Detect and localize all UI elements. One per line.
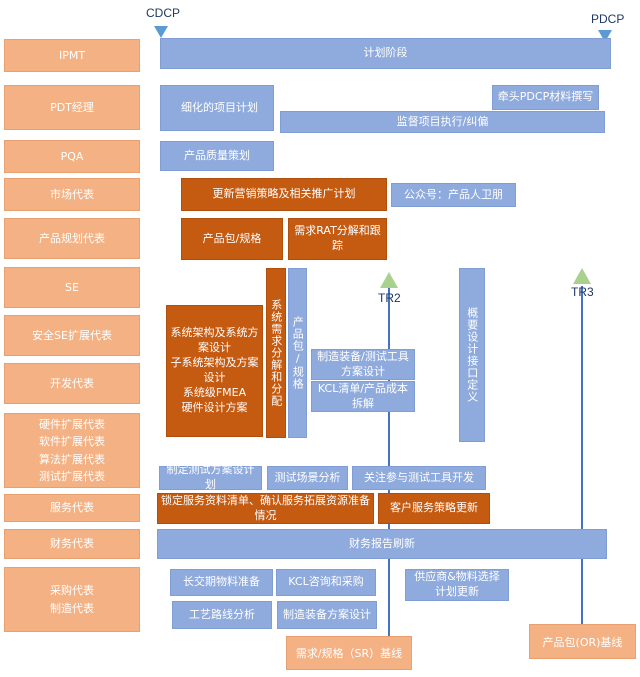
cdcp-label: CDCP	[146, 6, 181, 20]
role-pdt-manager: PDT经理	[4, 85, 140, 130]
pdcp-label: PDCP	[591, 12, 625, 26]
task-rat: 需求RAT分解和跟踪	[288, 218, 387, 260]
role-finance: 财务代表	[4, 529, 140, 559]
tr2-marker-icon	[380, 272, 398, 288]
tr3-label: TR3	[571, 285, 594, 299]
task-process-route: 工艺路线分析	[172, 601, 272, 629]
task-marketing: 更新营销策略及相关推广计划	[181, 178, 387, 211]
task-plan-stage: 计划阶段	[160, 38, 611, 69]
tr3-marker-icon	[573, 268, 591, 284]
pdcp-marker-icon	[598, 30, 612, 42]
task-kcl-purchase: KCL咨询和采购	[276, 569, 376, 596]
task-lead-pdcp: 牵头PDCP材料撰写	[492, 85, 599, 110]
role-market: 市场代表	[4, 178, 140, 211]
sr-baseline: 需求/规格（SR）基线	[286, 636, 412, 670]
role-service: 服务代表	[4, 494, 140, 522]
role-ipmt: IPMT	[4, 39, 140, 72]
task-mfg-plan: 制造装备方案设计	[277, 601, 377, 629]
task-quality-plan: 产品质量策划	[160, 141, 274, 171]
cdcp-marker-icon	[154, 26, 168, 38]
task-test-scenario: 测试场景分析	[267, 466, 348, 490]
task-test-tools: 关注参与测试工具开发	[352, 466, 486, 490]
role-se: SE	[4, 267, 140, 308]
task-service-list: 锁定服务资料清单、确认服务拓展资源准备情况	[157, 493, 374, 524]
task-package-vertical: 产品包/规格	[288, 268, 307, 438]
or-baseline: 产品包(OR)基线	[529, 624, 636, 659]
task-detail-plan: 细化的项目计划	[160, 85, 274, 131]
task-mfg-tooling: 制造装备/测试工具方案设计	[311, 349, 415, 380]
task-wechat: 公众号：产品人卫朋	[391, 183, 516, 207]
task-sys-decomposition: 系统需求分解和分配	[266, 268, 286, 438]
tr3-line	[581, 286, 583, 626]
role-pqa: PQA	[4, 140, 140, 173]
task-supervise: 监督项目执行/纠偏	[280, 111, 605, 133]
task-test-plan: 制定测试方案设计划	[159, 463, 262, 491]
role-safety-se: 安全SE扩展代表	[4, 315, 140, 356]
task-kcl-cost: KCL清单/产品成本拆解	[311, 381, 415, 412]
tr2-label: TR2	[378, 291, 401, 305]
role-ext: 硬件扩展代表 软件扩展代表 算法扩展代表 测试扩展代表	[4, 413, 140, 488]
task-long-lead: 长交期物料准备	[170, 569, 273, 596]
task-supplier: 供应商&物料选择计划更新	[405, 569, 509, 601]
role-planning: 产品规划代表	[4, 218, 140, 259]
task-package-spec: 产品包/规格	[181, 218, 283, 260]
task-architecture: 系统架构及系统方案设计 子系统架构及方案设计 系统级FMEA 硬件设计方案	[166, 305, 263, 437]
role-dev: 开发代表	[4, 363, 140, 404]
task-interface: 概要设计接口定义	[459, 268, 485, 442]
task-finance-refresh: 财务报告刷新	[157, 529, 607, 559]
task-customer-service: 客户服务策略更新	[378, 493, 490, 524]
role-purchase: 采购代表 制造代表	[4, 567, 140, 632]
